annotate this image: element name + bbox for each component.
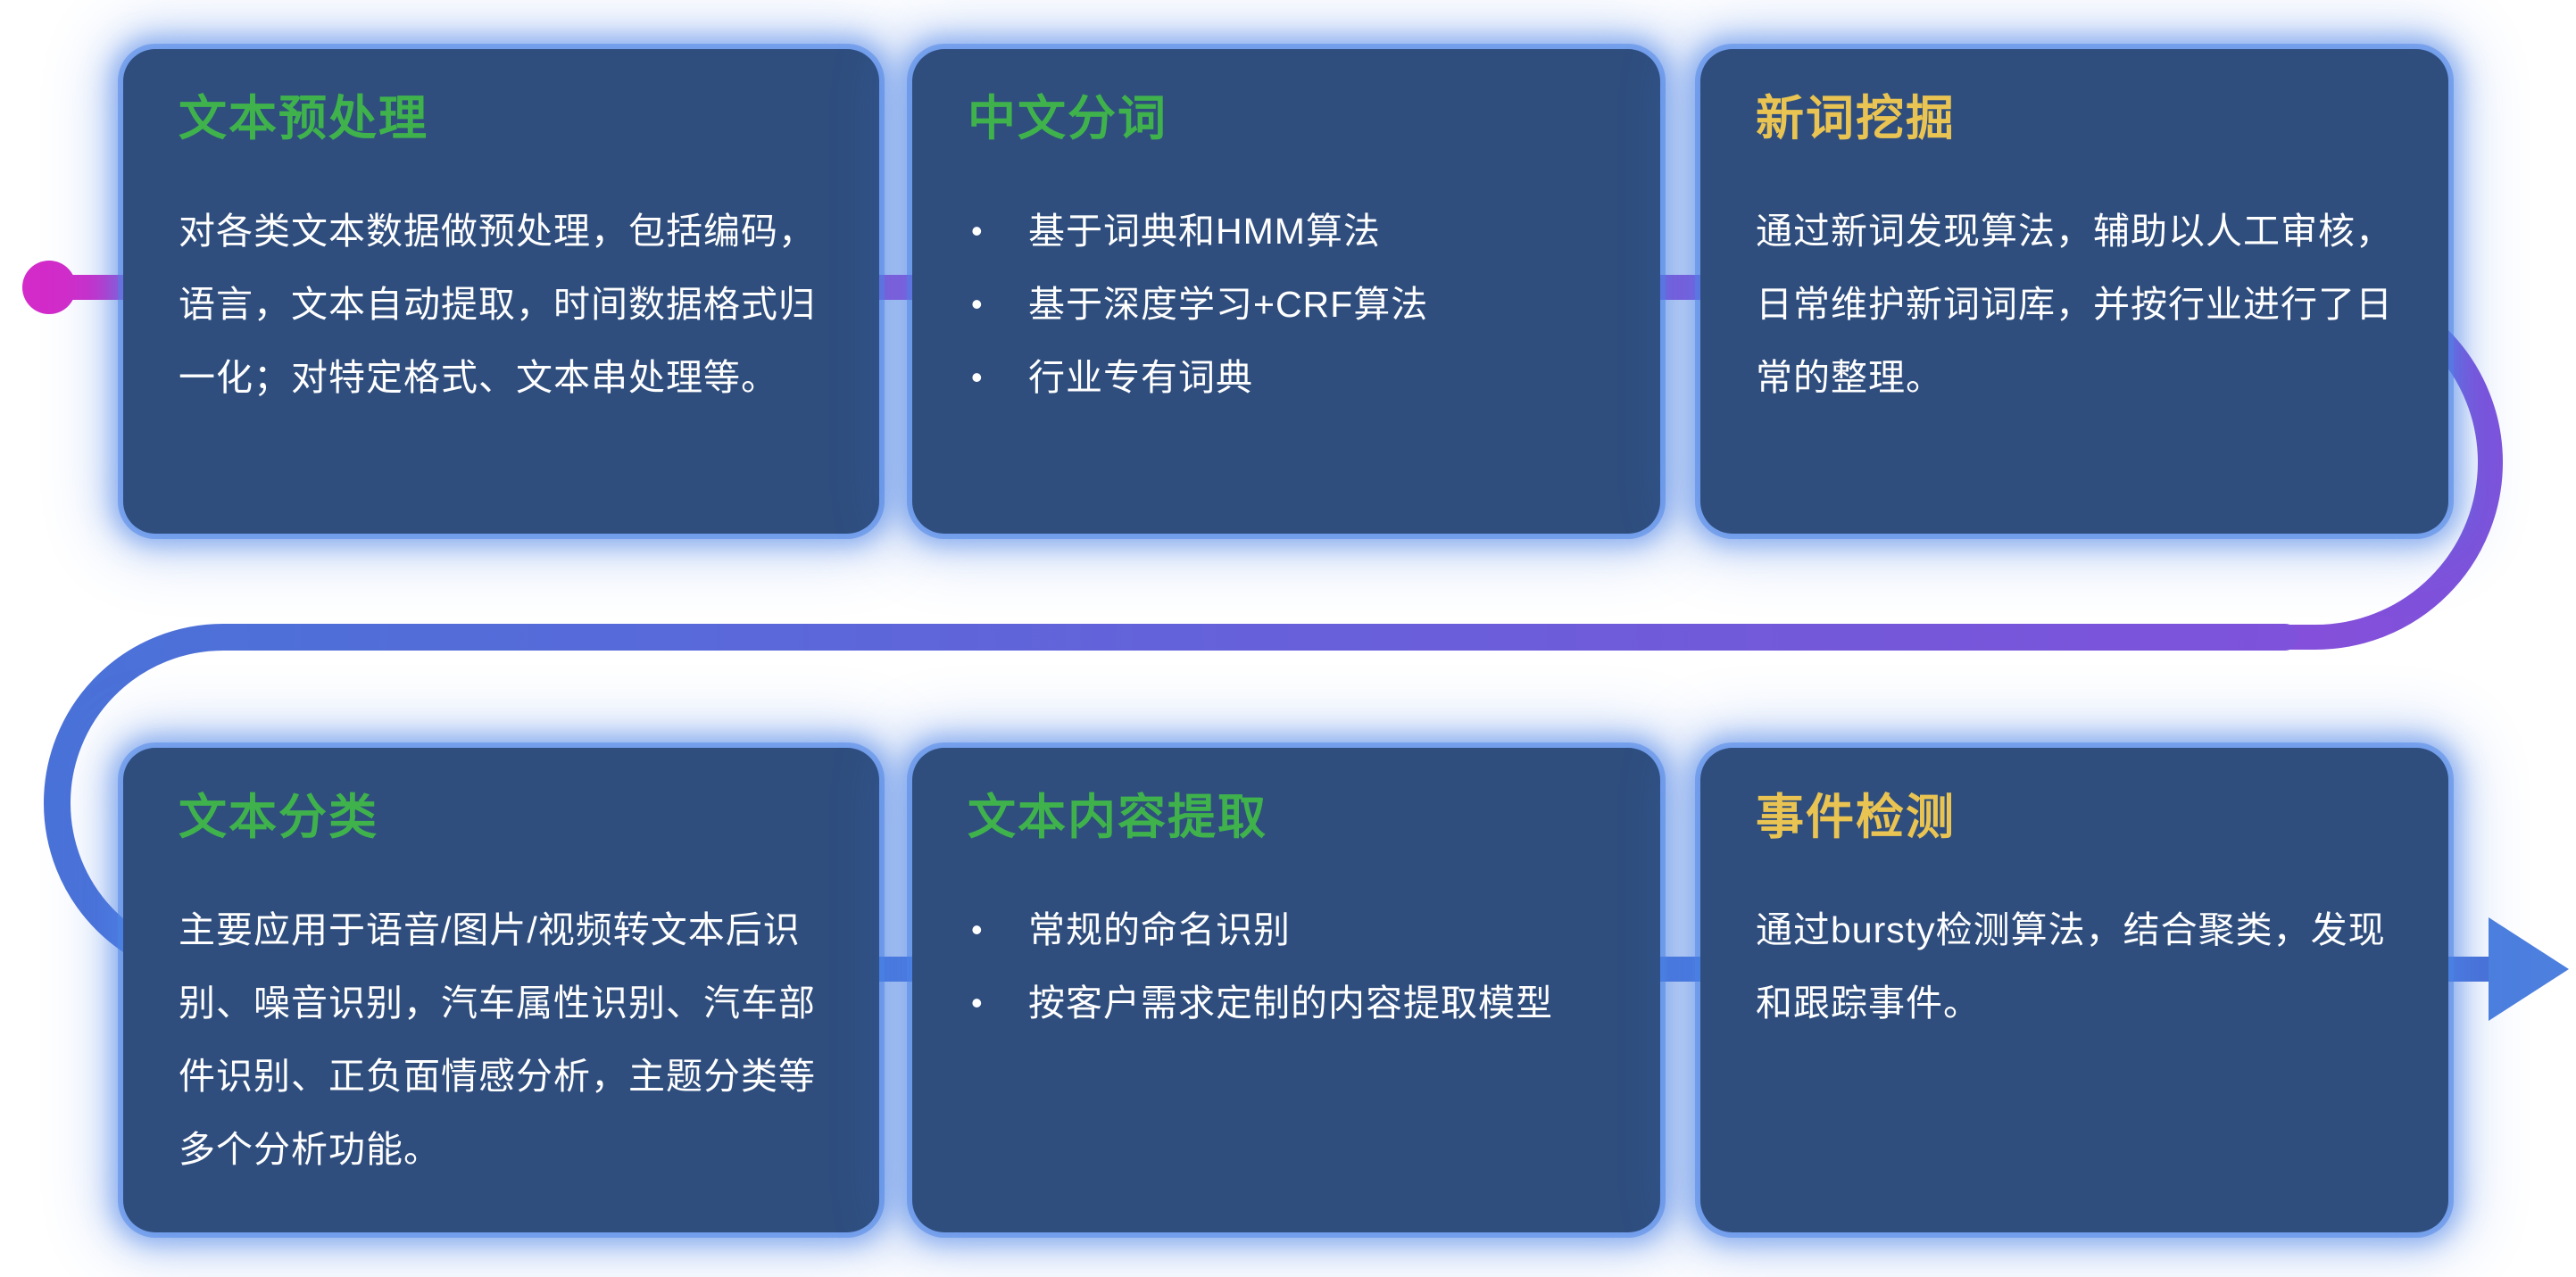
flow-arrow-icon	[2489, 917, 2569, 1021]
bullet-item: 常规的命名识别	[968, 893, 1605, 966]
card-body-text-preprocessing: 对各类文本数据做预处理，包括编码，语言，文本自动提取，时间数据格式归一化；对特定…	[179, 210, 816, 398]
card-text-content-extraction: 文本内容提取 常规的命名识别 按客户需求定制的内容提取模型	[912, 748, 1660, 1232]
card-title-event-detection: 事件检测	[1756, 791, 1956, 844]
bullet-item: 基于词典和HMM算法	[968, 195, 1605, 268]
card-bullet-list: 常规的命名识别 按客户需求定制的内容提取模型	[968, 893, 1605, 1040]
card-title-text-preprocessing: 文本预处理	[179, 92, 428, 145]
card-event-detection: 事件检测 通过bursty检测算法，结合聚类，发现和跟踪事件。	[1700, 748, 2448, 1232]
bullet-item: 基于深度学习+CRF算法	[968, 268, 1605, 341]
card-text-classification: 文本分类 主要应用于语音/图片/视频转文本后识别、噪音识别，汽车属性识别、汽车部…	[123, 748, 879, 1232]
card-title-new-word-mining: 新词挖掘	[1756, 92, 1956, 145]
card-text-preprocessing: 文本预处理 对各类文本数据做预处理，包括编码，语言，文本自动提取，时间数据格式归…	[123, 49, 879, 534]
card-title-chinese-word-segmentation: 中文分词	[968, 92, 1168, 145]
flow-start-dot	[22, 261, 76, 314]
bullet-item: 行业专有词典	[968, 341, 1605, 414]
card-chinese-word-segmentation: 中文分词 基于词典和HMM算法 基于深度学习+CRF算法 行业专有词典	[912, 49, 1660, 534]
card-bullet-list: 基于词典和HMM算法 基于深度学习+CRF算法 行业专有词典	[968, 195, 1605, 414]
card-body-new-word-mining: 通过新词发现算法，辅助以人工审核，日常维护新词词库，并按行业进行了日常的整理。	[1756, 210, 2393, 398]
card-body-text-classification: 主要应用于语音/图片/视频转文本后识别、噪音识别，汽车属性识别、汽车部件识别、正…	[179, 908, 816, 1170]
card-new-word-mining: 新词挖掘 通过新词发现算法，辅助以人工审核，日常维护新词词库，并按行业进行了日常…	[1700, 49, 2448, 534]
card-title-text-classification: 文本分类	[179, 791, 378, 844]
bullet-item: 按客户需求定制的内容提取模型	[968, 966, 1605, 1040]
card-body-event-detection: 通过bursty检测算法，结合聚类，发现和跟踪事件。	[1756, 908, 2386, 1024]
card-title-text-content-extraction: 文本内容提取	[968, 791, 1267, 844]
